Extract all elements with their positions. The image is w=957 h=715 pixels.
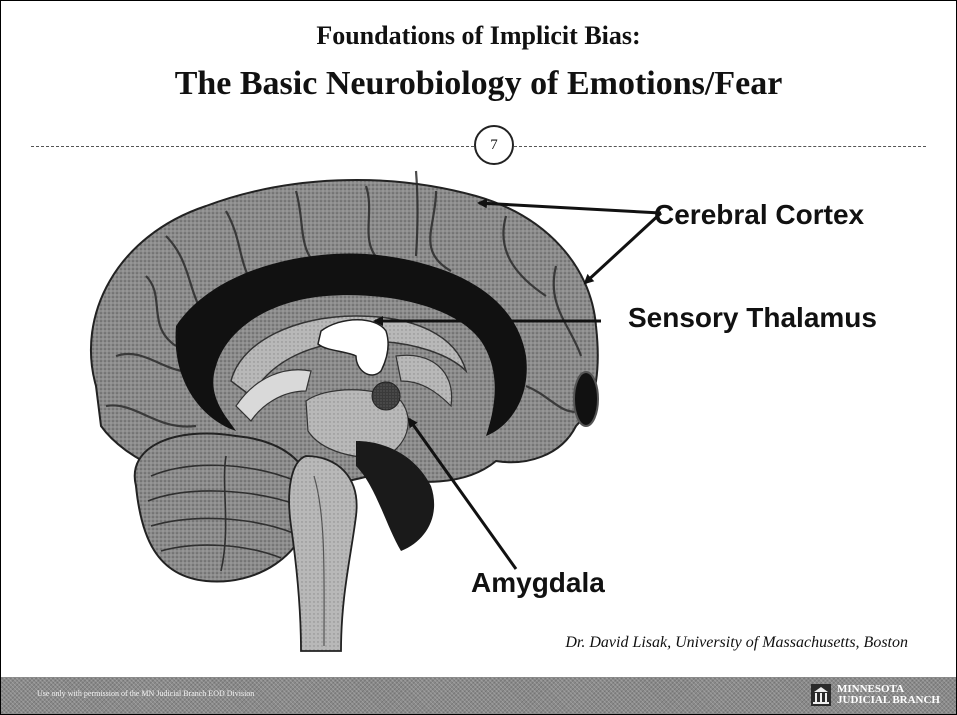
footer-bar: Use only with permission of the MN Judic… (1, 677, 956, 714)
arrow-amygdala (409, 419, 516, 569)
footer-note: Use only with permission of the MN Judic… (37, 689, 254, 698)
label-amygdala: Amygdala (471, 567, 605, 599)
label-cerebral-cortex: Cerebral Cortex (654, 199, 864, 231)
logo: MINNESOTA JUDICIAL BRANCH (811, 680, 940, 710)
credit-line: Dr. David Lisak, University of Massachus… (565, 634, 908, 652)
logo-text: MINNESOTA JUDICIAL BRANCH (837, 684, 940, 706)
arrow-cortex-2 (585, 213, 661, 283)
label-sensory-thalamus: Sensory Thalamus (628, 302, 877, 334)
minnesota-judicial-branch-logo-icon (811, 684, 831, 706)
arrow-cortex-1 (479, 203, 661, 213)
